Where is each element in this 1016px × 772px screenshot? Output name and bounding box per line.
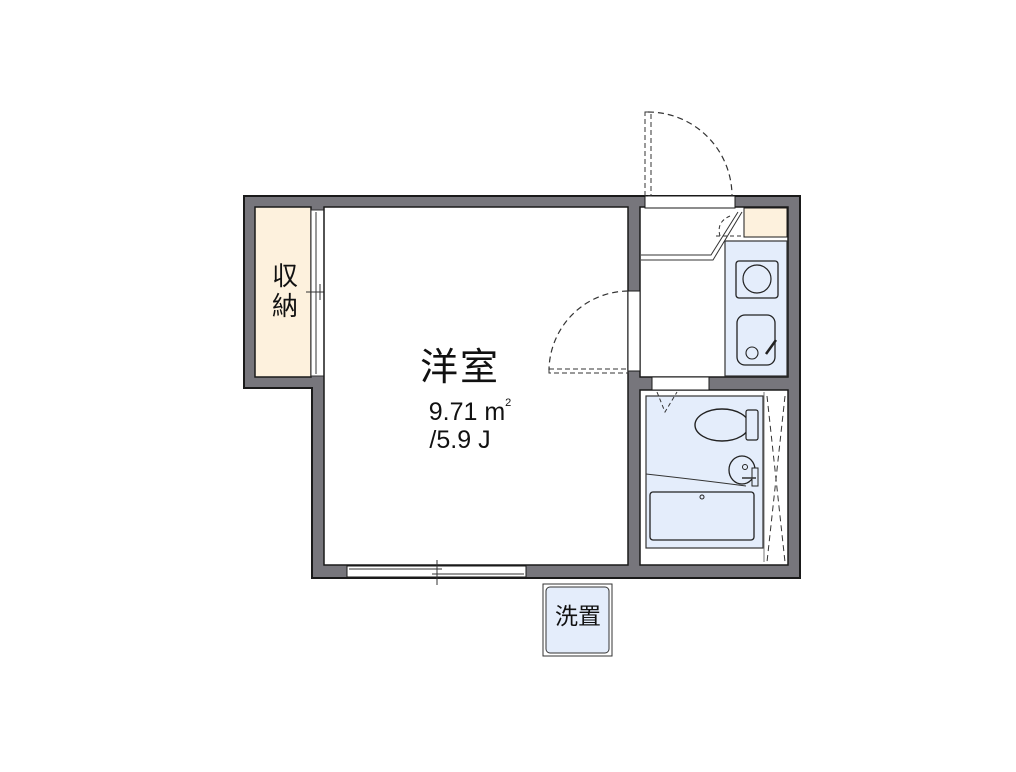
toilet-icon bbox=[694, 408, 759, 442]
washer-space-label: 洗置 bbox=[555, 604, 601, 630]
bathtub-drain bbox=[699, 494, 705, 500]
bath-side-closet bbox=[763, 392, 786, 563]
bathroom-door[interactable] bbox=[651, 376, 710, 414]
entrance-door[interactable] bbox=[644, 111, 736, 209]
sink-drain-icon bbox=[745, 346, 759, 360]
balcony-window[interactable] bbox=[346, 560, 527, 585]
western-room bbox=[323, 206, 629, 566]
washer-space bbox=[542, 583, 613, 657]
storage-label-line2: 納 bbox=[271, 292, 298, 322]
storage-label: 収 納 bbox=[260, 262, 310, 322]
stove-burner-icon bbox=[742, 264, 772, 294]
room-door[interactable] bbox=[548, 290, 641, 374]
storage-sliding-door bbox=[306, 209, 332, 377]
storage-closet bbox=[254, 206, 312, 378]
entrance-step bbox=[641, 211, 744, 261]
room-name-western: 洋室 bbox=[419, 345, 500, 389]
bathtub-icon bbox=[649, 491, 755, 541]
wash-basin-icon bbox=[645, 455, 759, 487]
room-area: 9.71 m2 bbox=[400, 398, 540, 425]
kitchen-shelf bbox=[743, 207, 788, 238]
room-area-value: 9.71 m bbox=[428, 398, 506, 426]
faucet-icon bbox=[764, 339, 778, 355]
storage-label-line1: 収 bbox=[271, 262, 298, 292]
room-jo-size: /5.9 J bbox=[429, 426, 491, 454]
area-unit-superscript: 2 bbox=[505, 397, 512, 409]
